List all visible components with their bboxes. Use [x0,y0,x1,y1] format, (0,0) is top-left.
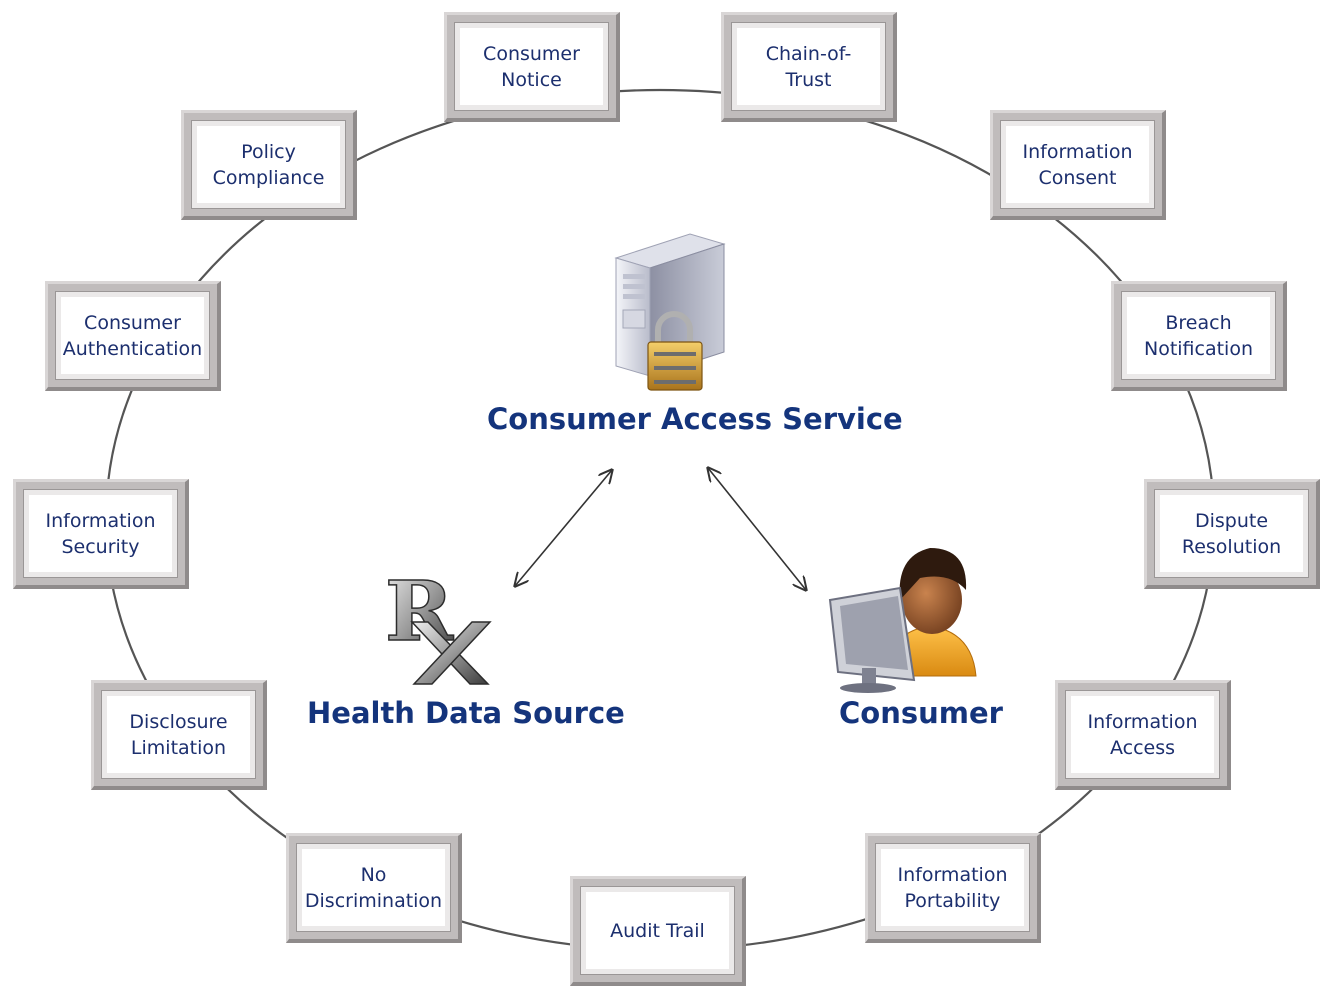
principle-label: Dispute Resolution [1154,489,1309,578]
principle-audit-trail: Audit Trail [570,876,746,986]
principle-dispute-resolution: Dispute Resolution [1144,479,1320,589]
consumer-label: Consumer [839,696,1003,730]
principle-label: Disclosure Limitation [101,690,256,779]
prescription-rx-icon: R [384,563,492,685]
principle-consumer-notice: Consumer Notice [444,12,620,122]
principle-no-discrimination: No Discrimination [286,833,462,943]
principle-label: Information Consent [1000,120,1155,209]
principle-information-consent: Information Consent [990,110,1166,220]
health-data-source-label: Health Data Source [307,696,625,730]
principle-label: Breach Notification [1121,291,1276,380]
principle-information-security: Information Security [13,479,189,589]
arrow-source-service [515,470,612,586]
principle-label: Chain-of- Trust [731,22,886,111]
principle-disclosure-limitation: Disclosure Limitation [91,680,267,790]
principle-label: Information Portability [875,843,1030,932]
principle-policy-compliance: Policy Compliance [181,110,357,220]
principle-label: Audit Trail [580,886,735,975]
principle-label: Policy Compliance [191,120,346,209]
principle-chain-of-trust: Chain-of- Trust [721,12,897,122]
principle-label: Consumer Authentication [55,291,210,380]
person-at-computer-icon [828,548,977,693]
principle-label: No Discrimination [296,843,451,932]
principle-breach-notification: Breach Notification [1111,281,1287,391]
locked-server-icon [614,233,726,391]
principle-information-access: Information Access [1055,680,1231,790]
principle-label: Information Security [23,489,178,578]
principle-label: Information Access [1065,690,1220,779]
svg-text:R: R [385,564,454,660]
arrow-service-consumer [708,468,806,590]
principle-label: Consumer Notice [454,22,609,111]
center-service-label: Consumer Access Service [487,402,903,436]
principle-information-portability: Information Portability [865,833,1041,943]
principle-consumer-authentication: Consumer Authentication [45,281,221,391]
